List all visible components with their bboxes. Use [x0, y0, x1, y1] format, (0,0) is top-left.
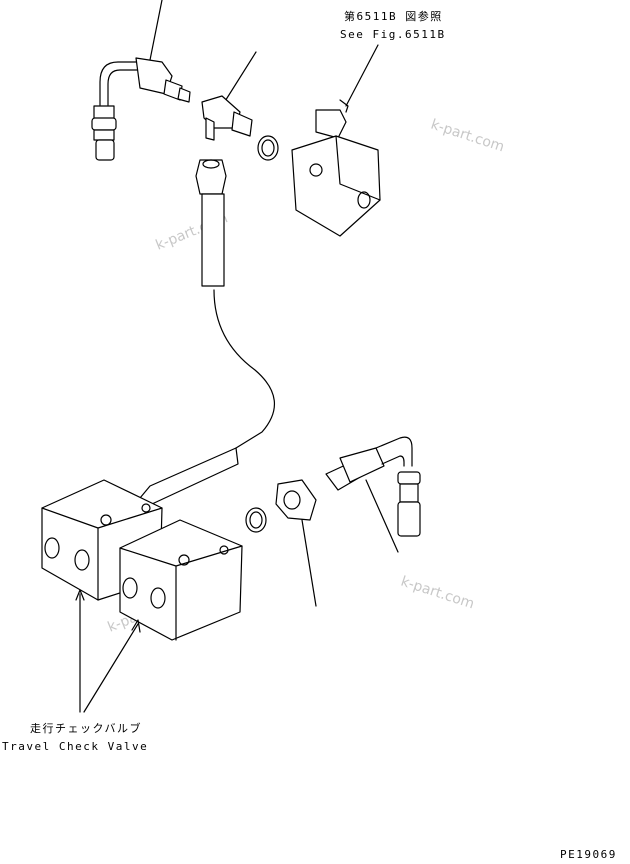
drawing-number: PE19069	[560, 848, 617, 861]
travel-valve-leaders	[75, 589, 141, 713]
ref-fig-label-en: See Fig.6511B	[340, 28, 446, 41]
watermark-1: k-part.com	[429, 117, 506, 156]
ref-fig-label-jp: 第6511B 図参照	[344, 9, 443, 23]
hose-center	[139, 159, 276, 505]
tee-fitting	[201, 51, 279, 161]
travel-check-valves	[41, 479, 243, 641]
travel-valve-label-en: Travel Check Valve	[2, 740, 148, 753]
valve-block-upper	[291, 44, 381, 237]
hose-assembly-lower-right	[325, 436, 421, 553]
travel-valve-label-jp: 走行チェックバルブ	[30, 721, 142, 735]
watermark-3: k-part.com	[399, 574, 476, 613]
hose-assembly-upper-left	[91, 0, 191, 161]
plug-and-oring	[245, 479, 317, 607]
